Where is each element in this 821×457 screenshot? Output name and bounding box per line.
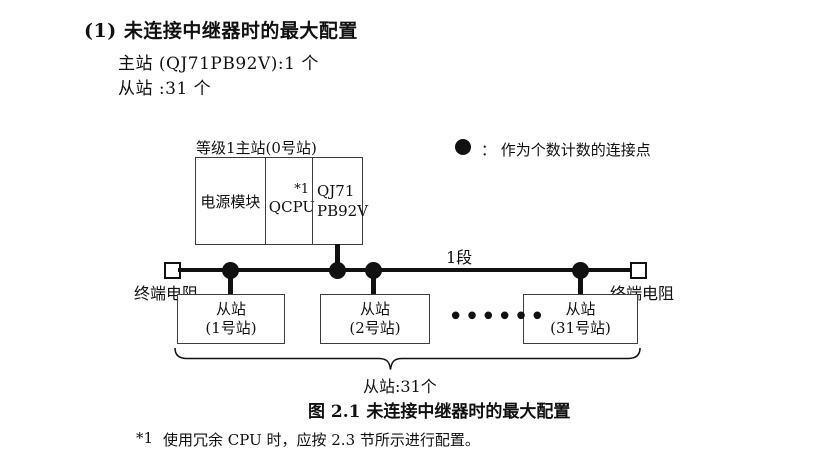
- slave-station-2-line1: 从站: [359, 300, 390, 319]
- qj71pb92v-line1: QJ71: [317, 181, 355, 200]
- connection-point-dot: [222, 262, 239, 279]
- master-count-line: 主站 (QJ71PB92V):1 个: [118, 54, 319, 74]
- master-station-label: 等级1主站(0号站): [196, 139, 317, 157]
- terminating-resistor-right-icon: [630, 262, 647, 279]
- more-slaves-ellipsis: ••••••: [448, 302, 547, 332]
- qcpu-cell-label: QCPU: [268, 198, 316, 216]
- slave31-drop-line: [578, 270, 583, 295]
- master-drop-line: [335, 244, 340, 270]
- qcpu-cell: *1 QCPU: [264, 158, 316, 244]
- bus-segment-line: [178, 268, 632, 272]
- qj71pb92v-line2: PB92V: [317, 202, 369, 220]
- slave-count-line: 从站 :31 个: [118, 79, 212, 99]
- connection-point-dot: [572, 262, 589, 279]
- slave-station-2-line2: (2号站): [349, 319, 401, 337]
- slave-station-1-line2: (1号站): [205, 319, 257, 337]
- footnote-ref-marker: *1: [294, 182, 309, 197]
- power-module-cell: 电源模块: [200, 192, 261, 211]
- slave-station-2-box: 从站 (2号站): [320, 294, 430, 344]
- slave-station-31-line1: 从站: [565, 300, 596, 319]
- figure-caption: 图 2.1 未连接中继器时的最大配置: [308, 402, 571, 422]
- connection-point-dot: [329, 262, 346, 279]
- slave-station-31-line2: (31号站): [550, 319, 611, 337]
- footnote-text: 使用冗余 CPU 时，应按 2.3 节所示进行配置。: [163, 431, 480, 449]
- footnote-marker: *1: [136, 429, 154, 447]
- brace-slave-count-label: 从站:31个: [363, 377, 437, 396]
- section-heading: (1) 未连接中继器时的最大配置: [84, 20, 358, 42]
- segment-label: 1段: [446, 248, 473, 267]
- legend-connection-point-icon: [455, 139, 471, 155]
- slave-station-31-box: 从站 (31号站): [523, 294, 638, 344]
- qj71pb92v-cell: QJ71 PB92V: [312, 158, 368, 244]
- legend-text: ： 作为个数计数的连接点: [481, 141, 651, 159]
- slave-station-1-line1: 从站: [215, 300, 246, 319]
- connection-point-dot: [365, 262, 382, 279]
- slave-station-1-box: 从站 (1号站): [177, 294, 285, 344]
- master-station-box: 电源模块 *1 QCPU QJ71 PB92V: [195, 157, 368, 245]
- slave2-drop-line: [371, 270, 376, 295]
- slave1-drop-line: [228, 270, 233, 295]
